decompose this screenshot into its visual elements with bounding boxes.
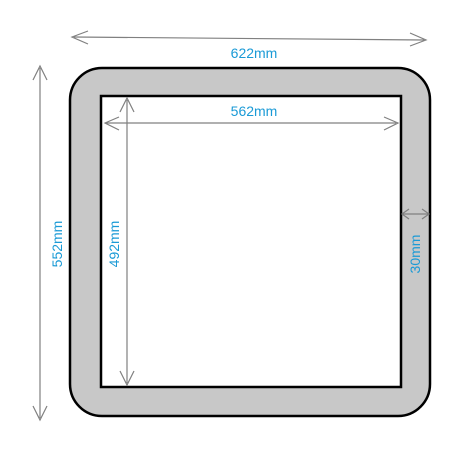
outer-height-label: 552mm [49, 221, 65, 268]
inner-height-label: 492mm [106, 221, 122, 268]
inner-width-label: 562mm [231, 103, 278, 119]
outer-width-label: 622mm [231, 45, 278, 61]
outer-height-arrow [32, 64, 48, 422]
border-thickness-arrow [400, 208, 431, 220]
inner-height-arrow [119, 96, 135, 387]
border-thickness-label: 30mm [407, 235, 423, 274]
inner-width-arrow [103, 116, 400, 131]
outer-width-arrow [70, 30, 428, 47]
inner-opening [99, 94, 403, 389]
